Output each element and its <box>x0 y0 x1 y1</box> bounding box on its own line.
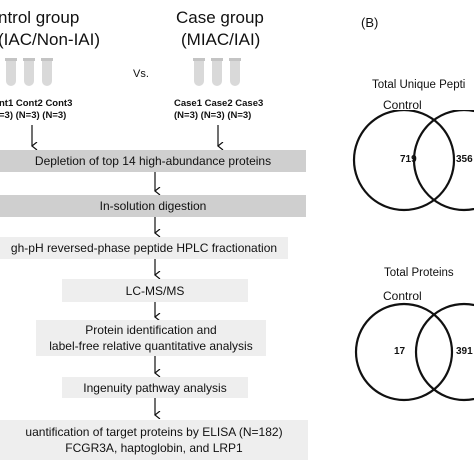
venn-bottom-overlap-value: 391 <box>456 346 473 357</box>
step-lcms-label: LC-MS/MS <box>125 283 185 298</box>
step-depletion: Depletion of top 14 high-abundance prote… <box>0 150 306 172</box>
venn-diagrams <box>352 110 474 402</box>
step-digestion: In-solution digestion <box>0 195 306 217</box>
tube-control-1 <box>6 59 16 86</box>
step-ingenuity: Ingenuity pathway analysis <box>62 377 248 398</box>
case-group-subtitle: (MIAC/IAI) <box>181 30 261 49</box>
tube-control-3 <box>42 59 52 86</box>
tube-case-2 <box>212 59 222 86</box>
step-ingenuity-label: Ingenuity pathway analysis <box>83 380 227 395</box>
venn-top-set-label: Control <box>383 98 422 112</box>
step-protein-identification: Protein identification and label-free re… <box>36 320 266 356</box>
venn-bottom-title: Total Proteins <box>384 267 454 279</box>
step-elisa-line2: FCGR3A, haptoglobin, and LRP1 <box>65 441 243 455</box>
step-depletion-label: Depletion of top 14 high-abundance prote… <box>34 154 272 168</box>
venn-bottom-control-circle <box>354 302 454 402</box>
step-elisa-line1: uantification of target proteins by ELIS… <box>25 425 283 439</box>
tube-case-1 <box>194 59 204 86</box>
venn-top-case-circle <box>412 110 474 212</box>
step-lcms: LC-MS/MS <box>62 279 248 302</box>
venn-bottom-case-circle <box>414 302 474 402</box>
venn-top-control-circle <box>352 110 456 212</box>
tube-case-3 <box>230 59 240 86</box>
case-group-title: Case group <box>176 8 264 27</box>
control-tube-counts: =3) (N=3) (N=3) <box>0 110 67 121</box>
case-tube-names: Case1 Case2 Case3 <box>174 98 264 109</box>
venn-bottom-only-value: 17 <box>394 346 406 357</box>
control-tube-names: nt1 Cont2 Cont3 <box>0 98 73 109</box>
step-protein-identification-line1: Protein identification and <box>85 323 217 337</box>
venn-top-overlap-value: 356 <box>456 154 473 165</box>
versus-label: Vs. <box>133 68 149 80</box>
control-group-subtitle: (IAC/Non-IAI) <box>0 30 101 49</box>
panel-b-label: (B) <box>361 15 379 30</box>
tube-control-2 <box>24 59 34 86</box>
step-hplc: gh-pH reversed-phase peptide HPLC fracti… <box>0 237 288 259</box>
venn-bottom-set-label: Control <box>383 289 422 303</box>
step-protein-identification-line2: label-free relative quantitative analysi… <box>49 339 253 353</box>
sample-tubes <box>5 58 241 86</box>
step-elisa: uantification of target proteins by ELIS… <box>0 420 308 460</box>
venn-top-only-value: 719 <box>400 154 417 165</box>
venn-top-title: Total Unique Pepti <box>372 79 466 91</box>
step-hplc-label: gh-pH reversed-phase peptide HPLC fracti… <box>10 241 278 255</box>
step-digestion-label: In-solution digestion <box>99 199 207 213</box>
control-group-title: ntrol group <box>0 8 80 27</box>
case-tube-counts: (N=3) (N=3) (N=3) <box>174 110 252 121</box>
